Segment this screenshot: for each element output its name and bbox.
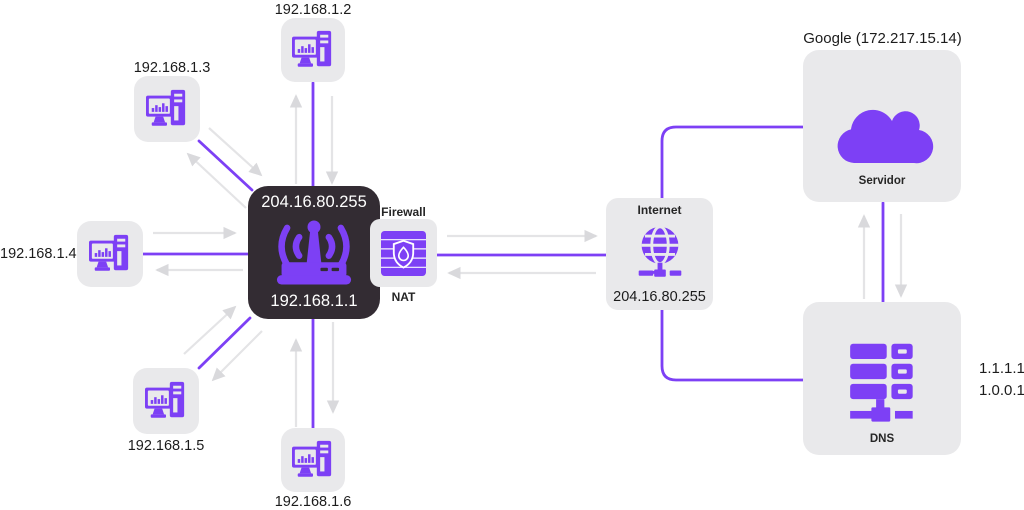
firewall-icon [381,230,426,276]
link-internet-dns [660,307,805,382]
label-pc3-ip: 192.168.1.3 [133,60,211,76]
node-dns-server: DNS [803,302,961,455]
node-pc3 [134,76,200,142]
computer-icon [145,381,185,418]
dns-ip-primary: 1.1.1.1 [979,360,1024,377]
node-internet: Internet 204.16.80.255 [606,198,713,310]
firewall-label: Firewall [381,205,426,219]
google-role-label: Servidor [858,175,906,187]
internet-label: Internet [637,203,682,217]
node-pc5 [133,368,199,434]
label-pc5-ip: 192.168.1.5 [127,438,205,454]
dns-server-icon [850,343,913,422]
google-title: Google (172.217.15.14) [803,30,962,47]
label-pc4-ip: 192.168.1.4 [0,246,77,262]
link-internet-google [660,125,805,200]
link-pc3-router [197,139,254,192]
node-pc6 [281,428,345,492]
computer-icon [89,234,129,271]
dns-ip-secondary: 1.0.0.1 [979,382,1024,399]
router-lan-ip: 192.168.1.1 [270,292,358,310]
label-pc2-ip: 192.168.1.2 [274,2,352,18]
nat-label: NAT [391,290,416,304]
traffic-arrows [153,94,908,427]
internet-public-ip: 204.16.80.255 [613,289,706,305]
label-pc6-ip: 192.168.1.6 [274,494,352,510]
computer-icon [146,89,186,126]
arrow-router-to-pc5 [211,330,263,382]
computer-icon [292,30,332,67]
node-google-server: Servidor [803,50,961,202]
dns-label: DNS [869,433,895,445]
cloud-icon [837,109,934,164]
computer-icon [292,440,332,477]
router-wan-ip: 204.16.80.255 [261,193,367,211]
arrow-router-to-pc3 [186,152,247,209]
dns-ip-list: 1.1.1.1 1.0.0.1 [979,358,1024,402]
network-links [141,81,885,430]
arrow-pc3-to-router [208,127,263,177]
node-router: 204.16.80.255 192.168.1.1 [248,186,380,319]
wifi-router-icon [276,219,352,284]
node-pc2 [281,18,345,82]
arrow-pc5-to-router [183,305,237,355]
node-firewall [370,219,437,287]
link-pc5-router [197,316,252,370]
internet-globe-icon [638,225,681,277]
node-pc4 [77,221,143,287]
